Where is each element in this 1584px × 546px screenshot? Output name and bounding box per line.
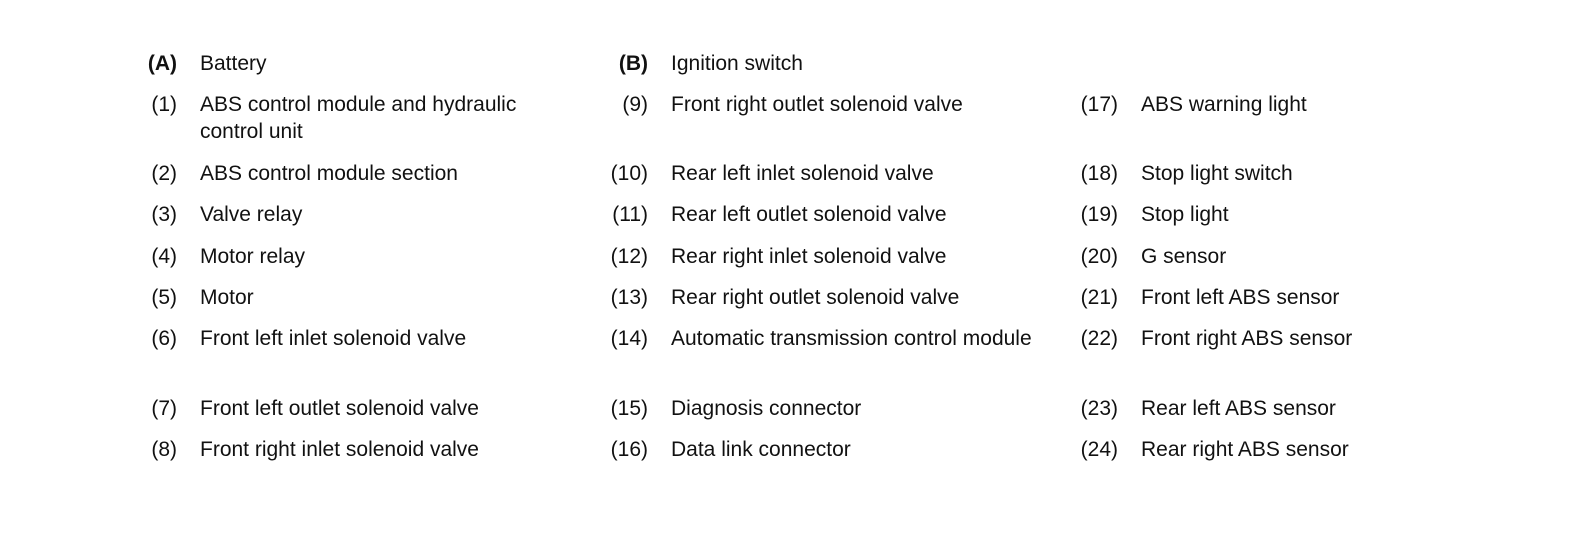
legend-number: (14): [610, 327, 648, 350]
legend-number: (22): [1080, 327, 1118, 350]
legend-label: Front left ABS sensor: [1141, 286, 1340, 309]
legend-label: Motor: [200, 286, 254, 309]
legend-number: (11): [612, 203, 648, 226]
legend-label: Rear right inlet solenoid valve: [671, 245, 947, 268]
legend-number: (13): [610, 286, 648, 309]
legend-number: (7): [151, 397, 177, 420]
legend-label: Valve relay: [200, 203, 303, 226]
legend-label: G sensor: [1141, 245, 1227, 268]
legend-number: (4): [151, 245, 177, 268]
legend-label: Battery: [200, 52, 267, 75]
legend-label: Motor relay: [200, 245, 306, 268]
legend-number: (A): [147, 52, 177, 75]
legend-number: (2): [151, 162, 177, 185]
legend-number: (3): [151, 203, 177, 226]
legend-number: (8): [151, 438, 177, 461]
legend-label: Rear right outlet solenoid valve: [671, 286, 960, 309]
legend-label: Front right inlet solenoid valve: [200, 438, 479, 461]
legend-number: (23): [1080, 397, 1118, 420]
legend-number: (5): [151, 286, 177, 309]
legend-label: Front left outlet solenoid valve: [200, 397, 479, 420]
legend-number: (20): [1080, 245, 1118, 268]
legend-label: ABS control module and hydraulic control…: [200, 93, 517, 143]
legend-number: (6): [151, 327, 177, 350]
legend-number: (15): [610, 397, 648, 420]
legend-number: (21): [1080, 286, 1118, 309]
legend-number: (19): [1080, 203, 1118, 226]
legend-label: Rear left outlet solenoid valve: [671, 203, 947, 226]
legend-label: Data link connector: [671, 438, 851, 461]
legend-label: ABS control module section: [200, 162, 458, 185]
legend-number: (24): [1080, 438, 1118, 461]
legend-number: (17): [1080, 93, 1118, 116]
legend-number: (9): [622, 93, 648, 116]
legend-label: Stop light switch: [1141, 162, 1293, 185]
legend-label: Front left inlet solenoid valve: [200, 327, 467, 350]
legend-label: Front right outlet solenoid valve: [671, 93, 963, 116]
legend-number: (18): [1080, 162, 1118, 185]
legend-number: (10): [610, 162, 648, 185]
legend-label: Diagnosis connector: [671, 397, 862, 420]
legend-label: Rear left ABS sensor: [1141, 397, 1336, 420]
legend-label: Rear right ABS sensor: [1141, 438, 1349, 461]
legend-number: (B): [618, 52, 648, 75]
legend-label: ABS warning light: [1141, 93, 1307, 116]
legend-number: (16): [610, 438, 648, 461]
legend-number: (1): [151, 93, 177, 116]
legend-label: Automatic transmission control module: [671, 327, 1032, 350]
legend-label: Front right ABS sensor: [1141, 327, 1353, 350]
legend-number: (12): [610, 245, 648, 268]
legend-label: Stop light: [1141, 203, 1229, 226]
legend-label: Ignition switch: [671, 52, 803, 75]
legend-label: Rear left inlet solenoid valve: [671, 162, 934, 185]
